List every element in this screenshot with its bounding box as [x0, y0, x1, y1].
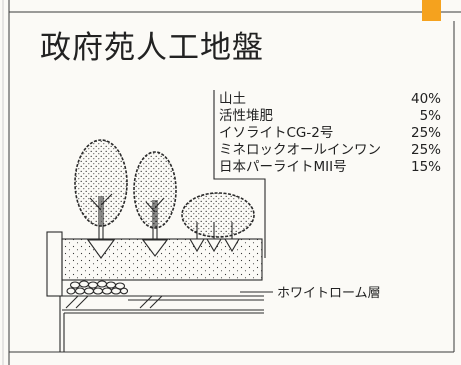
pebble — [87, 281, 99, 289]
composition-item-name: 活性堆肥 — [219, 108, 273, 124]
composition-item-percent: 5% — [420, 108, 442, 124]
composition-item-percent: 40% — [411, 91, 441, 107]
composition-item-name: ミネロックオールインワン — [219, 142, 381, 158]
root-ball — [206, 238, 222, 253]
pebble — [92, 287, 104, 295]
root-ball — [189, 238, 205, 253]
pebble — [96, 280, 108, 288]
composition-item-name: 山土 — [219, 91, 246, 107]
slab-hatch — [75, 295, 89, 309]
pebble — [74, 287, 86, 295]
pebble — [119, 287, 129, 295]
tree-medium-center — [133, 151, 177, 257]
slab-hatch — [149, 295, 163, 309]
pebble — [110, 287, 122, 295]
tree-branch — [145, 201, 156, 213]
drainage-pebbles — [66, 280, 129, 295]
tree-large-left — [74, 139, 128, 259]
soil-composition-list: 山土 40% 活性堆肥 5% イソライトCG-2号 25% ミネロックオールイン… — [219, 91, 441, 175]
composition-item-percent: 25% — [411, 125, 441, 141]
root-ball — [86, 239, 116, 259]
shrub-crown — [181, 192, 255, 238]
page-title: 政府苑人工地盤 — [40, 30, 264, 66]
composition-item-percent: 25% — [411, 142, 441, 158]
root-ball — [224, 238, 240, 253]
slab-hatch — [65, 295, 79, 309]
composition-item-name: イソライトCG-2号 — [219, 125, 333, 141]
layer-label: ホワイトローム層 — [277, 286, 381, 301]
composition-item-percent: 15% — [411, 159, 441, 175]
pebble — [101, 287, 113, 295]
pebble — [78, 280, 90, 288]
root-ball — [141, 239, 169, 257]
tree-branch — [89, 197, 102, 211]
pebble — [83, 287, 95, 295]
pebble — [69, 281, 81, 289]
tree-branch — [154, 197, 165, 209]
pebble — [66, 287, 76, 295]
shrub-group-right — [181, 192, 255, 253]
composition-leader-line — [213, 90, 266, 258]
parapet-wall — [46, 231, 63, 297]
pebble — [105, 281, 117, 289]
slab-hatch — [139, 295, 153, 309]
tree-branch — [100, 193, 113, 206]
orange-tab-marker — [422, 0, 441, 21]
composition-item-name: 日本パーライトMII号 — [219, 159, 347, 175]
